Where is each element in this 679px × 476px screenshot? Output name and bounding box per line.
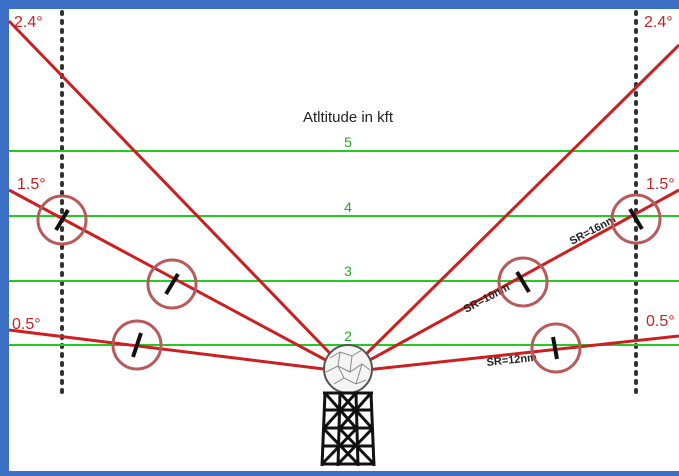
slant-range-label-12: SR=12nm <box>486 352 538 369</box>
radar-tower-icon <box>320 391 376 467</box>
beam-right-2-4 <box>346 43 679 374</box>
beam-marker-right-mid <box>497 256 549 308</box>
diagram-title: Atltitude in kft <box>303 109 394 126</box>
altitude-label-2: 2 <box>344 328 352 344</box>
beam-marker-left-mid <box>146 258 198 310</box>
radar-dome-icon <box>323 344 373 394</box>
angle-label-right-0-5: 0.5° <box>646 313 675 330</box>
angle-label-left-1-5: 1.5° <box>17 176 46 193</box>
angle-label-left-0-5: 0.5° <box>12 316 41 333</box>
altitude-label-5: 5 <box>344 134 352 150</box>
beam-marker-right-0-5 <box>530 322 582 374</box>
beam-left-1-5 <box>8 188 349 374</box>
angle-label-left-2-4: 2.4° <box>14 14 43 31</box>
beam-right-1-5 <box>347 188 679 374</box>
altitude-label-4: 4 <box>344 199 352 215</box>
beam-right-0-5 <box>347 334 679 374</box>
angle-label-right-1-5: 1.5° <box>646 176 675 193</box>
beam-marker-right-1-5 <box>610 193 662 245</box>
beam-left-0-5 <box>8 328 349 374</box>
beam-left-2-4 <box>7 19 350 374</box>
beam-marker-left-1-5 <box>36 194 88 246</box>
radar-beams <box>7 19 679 374</box>
beam-marker-left-0-5 <box>111 319 163 371</box>
altitude-label-3: 3 <box>344 263 352 279</box>
angle-label-right-2-4: 2.4° <box>644 14 673 31</box>
